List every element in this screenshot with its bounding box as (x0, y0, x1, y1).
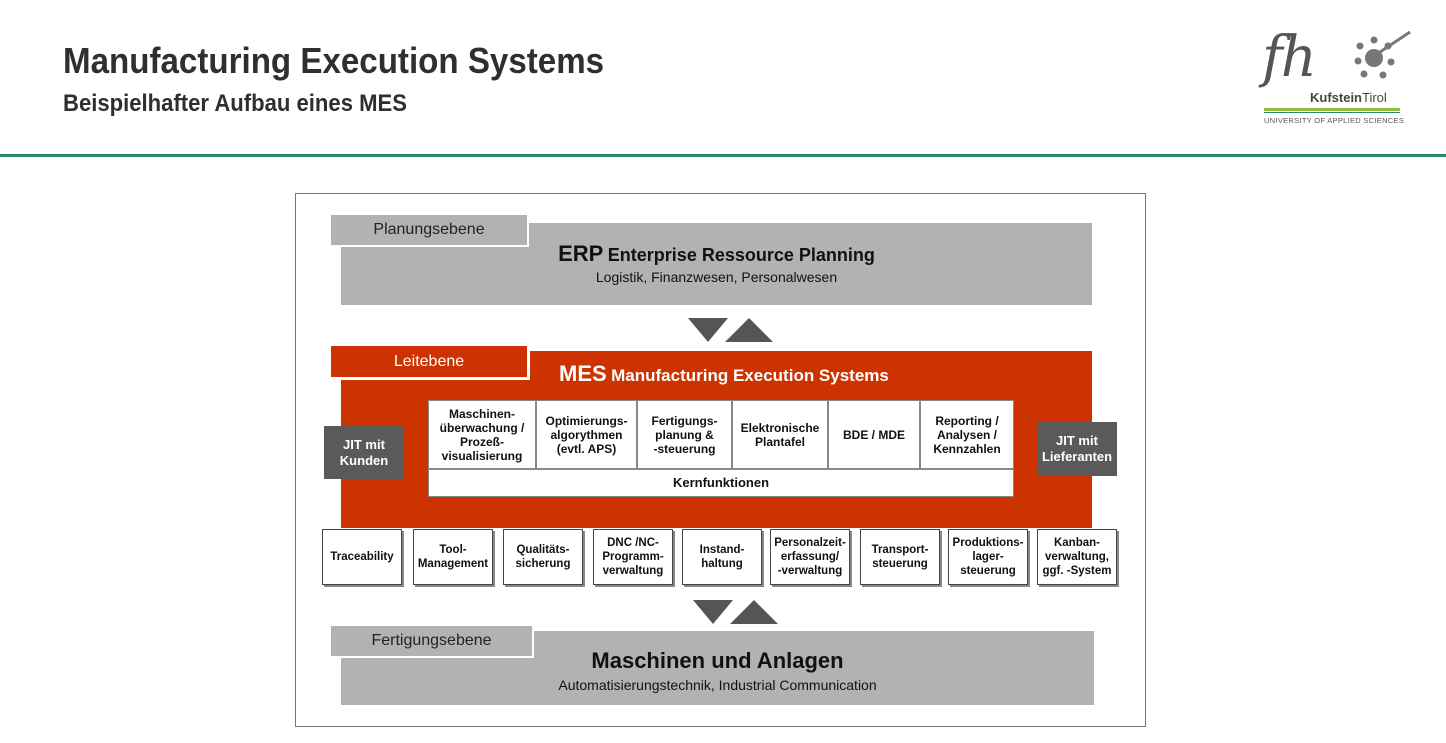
erp-title-abbr: ERP (558, 241, 604, 266)
module-box: DNC /NC- Programm- verwaltung (593, 529, 673, 585)
production-title: Maschinen und Anlagen (591, 648, 844, 673)
logo-kufstein: Kufstein (1310, 90, 1362, 105)
mes-title-full: Manufacturing Execution Systems (611, 366, 889, 385)
core-function-box: Reporting / Analysen / Kennzahlen (920, 400, 1014, 469)
erp-level-tab: Planungsebene (331, 215, 529, 247)
arrow-up-icon (730, 600, 778, 624)
jit-customers-box: JIT mit Kunden (324, 426, 404, 479)
logo-tirol: Tirol (1362, 90, 1387, 105)
core-function-box: Optimierungs- algorythmen (evtl. APS) (536, 400, 637, 469)
page-subtitle: Beispielhafter Aufbau eines MES (63, 90, 407, 117)
logo-green-bar (1264, 108, 1400, 111)
logo-university-text: UNIVERSITY OF APPLIED SCIENCES (1264, 116, 1405, 125)
arrow-up-icon (725, 318, 773, 342)
production-level-tab: Fertigungsebene (331, 626, 534, 658)
mes-title-abbr: MES (559, 361, 607, 386)
module-box: Produktions- lager- steuerung (948, 529, 1028, 585)
core-functions-label: Kernfunktionen (428, 469, 1014, 497)
page-title: Manufacturing Execution Systems (63, 40, 605, 81)
erp-title: ERP Enterprise Ressource Planning (341, 241, 1092, 267)
module-box: Personalzeit- erfassung/ -verwaltung (770, 529, 850, 585)
module-box: Kanban- verwaltung, ggf. -System (1037, 529, 1117, 585)
core-function-box: Elektronische Plantafel (732, 400, 828, 469)
erp-subtitle: Logistik, Finanzwesen, Personalwesen (595, 269, 838, 285)
production-subtitle: Automatisierungstechnik, Industrial Comm… (558, 677, 877, 693)
module-box: Instand- haltung (682, 529, 762, 585)
logo-fh-text: fh (1262, 25, 1317, 90)
core-function-box: BDE / MDE (828, 400, 920, 469)
mes-title: MES Manufacturing Execution Systems (559, 361, 889, 387)
core-function-box: Fertigungs- planung & -steuerung (637, 400, 732, 469)
core-function-box: Maschinen- überwachung / Prozeß- visuali… (428, 400, 536, 469)
fh-kufstein-logo: fh KufsteinTirol UNIVERSITY OF APPLIED S… (1262, 28, 1412, 128)
sun-icon (1354, 30, 1411, 79)
logo-dark-bar (1264, 112, 1400, 113)
arrow-down-icon (688, 318, 728, 342)
mes-level-tab: Leitebene (331, 346, 530, 380)
logo-subtitle: KufsteinTirol (1310, 90, 1387, 105)
arrow-down-icon (693, 600, 733, 624)
jit-suppliers-box: JIT mit Lieferanten (1037, 422, 1117, 476)
module-box: Traceability (322, 529, 402, 585)
module-box: Qualitäts- sicherung (503, 529, 583, 585)
erp-title-full: Enterprise Ressource Planning (607, 245, 875, 265)
module-box: Tool- Management (413, 529, 493, 585)
header-divider (0, 154, 1446, 157)
module-box: Transport- steuerung (860, 529, 940, 585)
